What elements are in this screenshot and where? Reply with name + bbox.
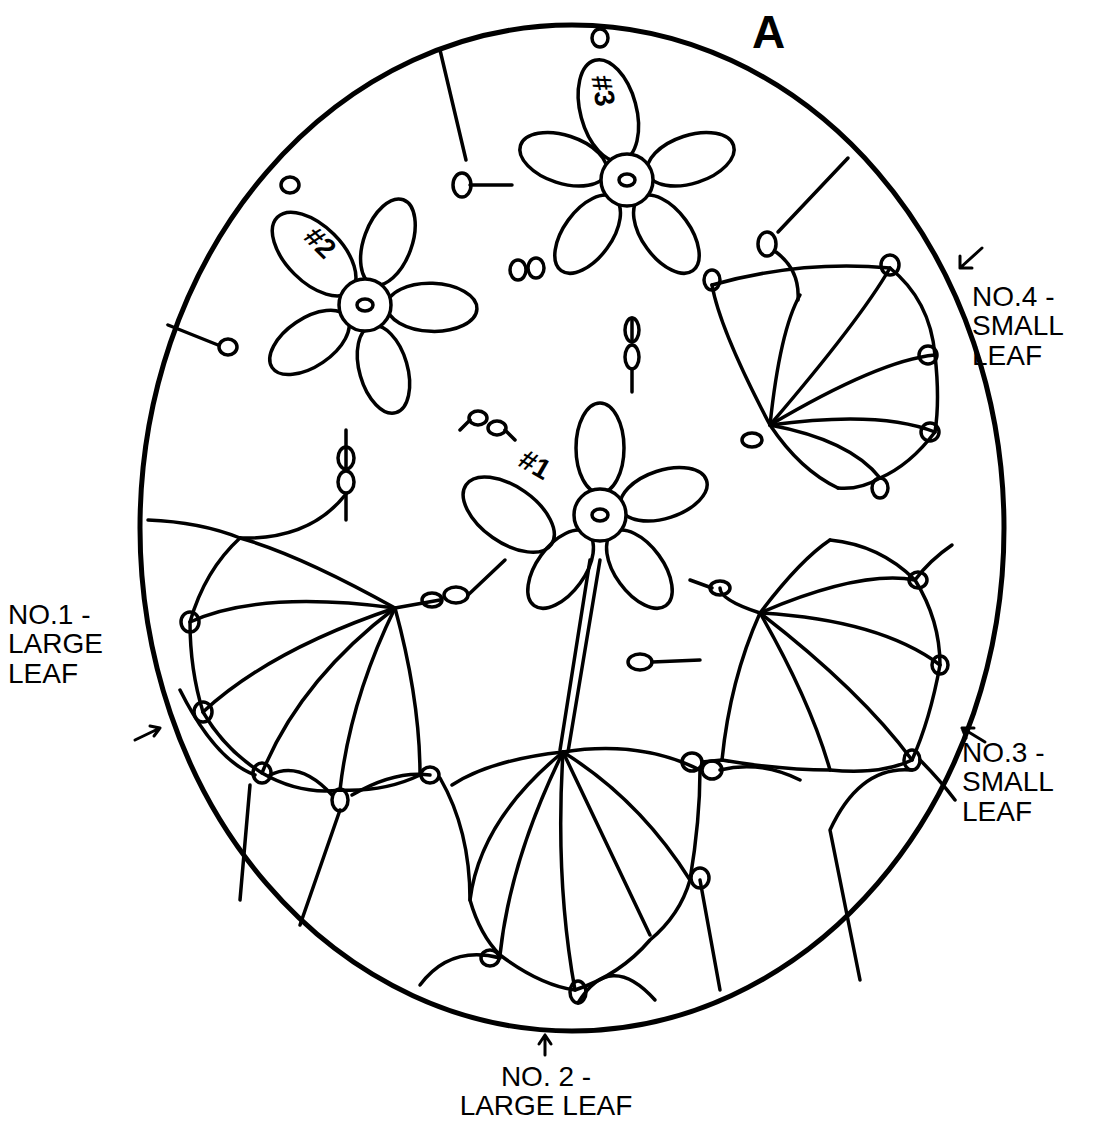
corner-letter: A bbox=[752, 8, 812, 56]
pointer-arrow bbox=[135, 248, 985, 1055]
leaf-label: NO.1 - LARGE LEAF bbox=[8, 600, 133, 688]
oval-frame bbox=[140, 25, 1004, 1031]
leaf-label: NO.4 - SMALL LEAF bbox=[972, 282, 1097, 370]
flower bbox=[513, 53, 741, 285]
scallop-edge bbox=[180, 690, 955, 990]
leaf-label: NO.3 - SMALL LEAF bbox=[962, 738, 1087, 826]
small-leaf bbox=[704, 255, 939, 498]
flower bbox=[258, 192, 478, 420]
small-leaf bbox=[682, 540, 952, 980]
motif-number: #3 bbox=[584, 64, 622, 118]
large-leaf bbox=[148, 494, 439, 811]
leaf-label: NO. 2 - LARGE LEAF bbox=[455, 1062, 637, 1121]
large-leaf bbox=[420, 749, 722, 1003]
flower bbox=[450, 403, 714, 620]
